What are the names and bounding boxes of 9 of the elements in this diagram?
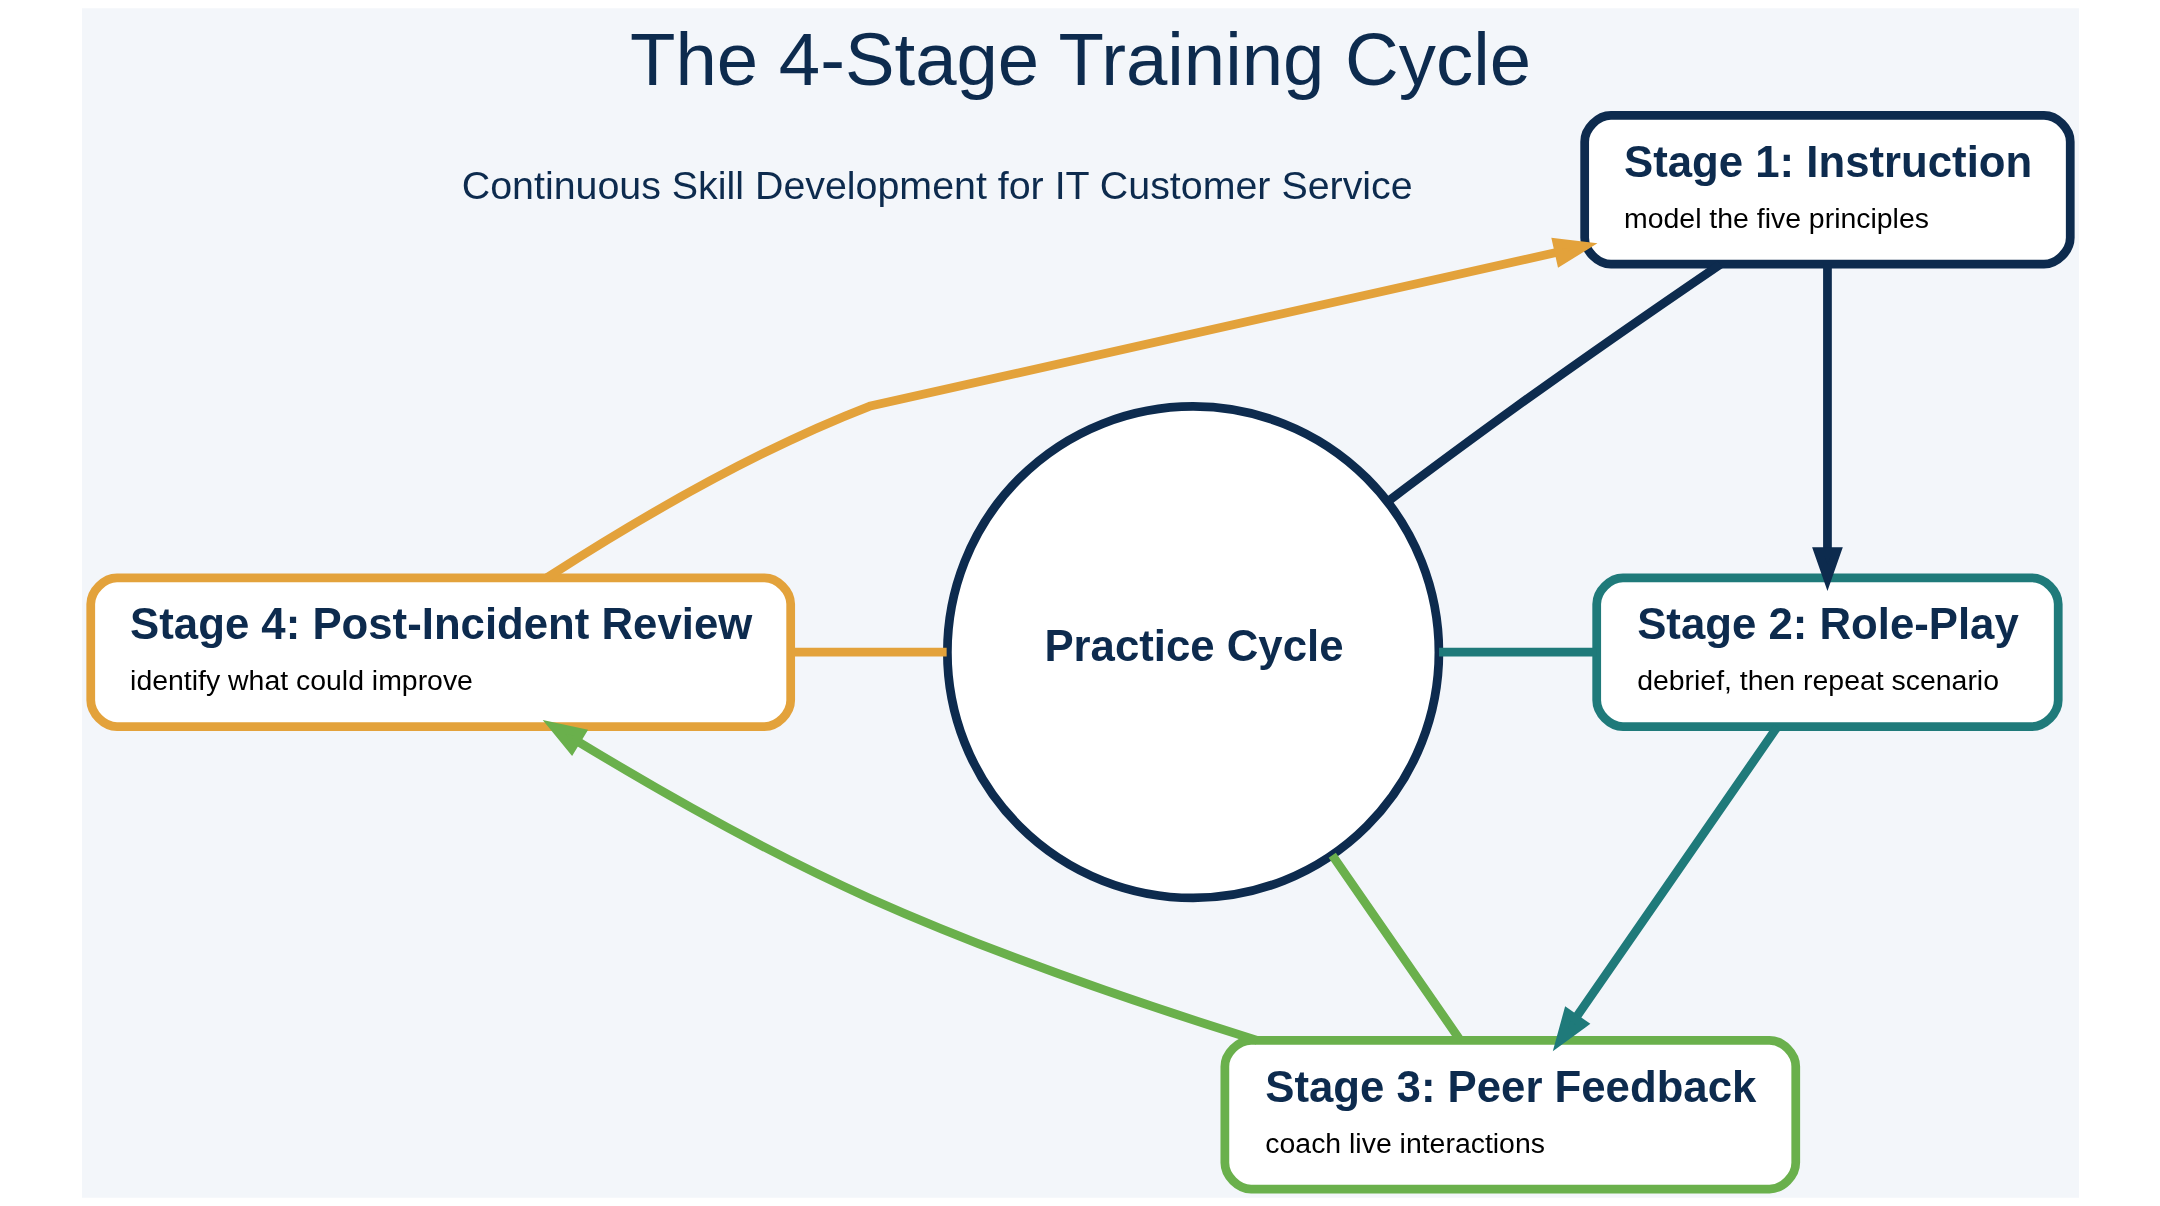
node-box: Stage 3: Peer Feedback coach live interactions	[1220, 1035, 1800, 1194]
node-box: Stage 4: Post-Incident Review identify what could improve	[85, 573, 795, 731]
node-box: Stage 1: Instruction model the five principles	[1579, 111, 2075, 269]
connector	[1438, 647, 1596, 657]
label: Continuous Skill Development for IT Customer Service	[461, 163, 1413, 208]
node-box: Stage 2: Role-Play debrief, then repeat scenario	[1591, 573, 2063, 731]
arrow	[542, 719, 1259, 1045]
node-circle: Practice Cycle	[942, 402, 1443, 903]
diagram-title: The 4-Stage Training Cycle	[629, 18, 1531, 102]
